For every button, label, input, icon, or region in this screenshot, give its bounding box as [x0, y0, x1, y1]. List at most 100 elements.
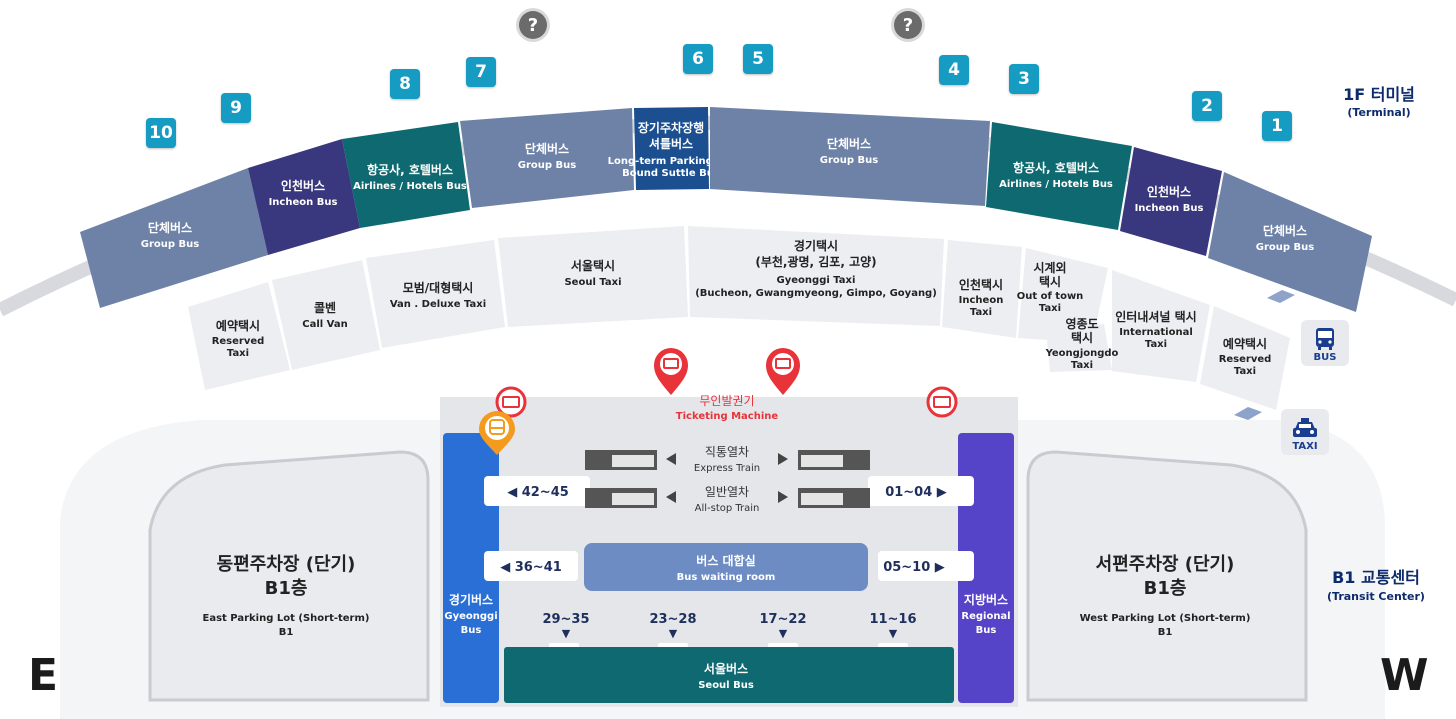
taxi-zone-callvan[interactable]	[272, 260, 380, 370]
east-parking-lot[interactable]: 동편주차장 (단기) B1층 East Parking Lot (Short-t…	[148, 450, 430, 702]
taxi-zone-reserved-right[interactable]	[1200, 306, 1290, 410]
gate-4-badge[interactable]: 4	[939, 55, 969, 85]
bus-stop-pin-icon[interactable]	[479, 411, 515, 455]
bus-zone-incheon-right[interactable]: 인천버스 Incheon Bus	[1120, 147, 1222, 256]
group-mid-right-en: Group Bus	[820, 155, 879, 166]
platform-29-35: 29~35	[542, 612, 589, 627]
incheon-left-ko: 인천버스	[281, 178, 325, 193]
reserved-left-ko: 예약택시	[216, 318, 260, 333]
bus-zone-airlines-left[interactable]: 항공사, 호텔버스 Airlines / Hotels Bus	[342, 122, 470, 228]
platform-05-10: 05~10 ▶	[883, 560, 945, 575]
platform-17-22: 17~22	[759, 612, 806, 627]
ticketing-ko: 무인발권기	[699, 394, 754, 408]
bus-zone-group-right[interactable]: 단체버스 Group Bus	[1208, 172, 1372, 312]
airlines-right-en: Airlines / Hotels Bus	[999, 179, 1113, 190]
ticket-machine-right-icon[interactable]	[926, 386, 958, 418]
east-parking-en1: East Parking Lot (Short-term)	[203, 613, 370, 624]
platform-01-04-pill[interactable]	[868, 476, 974, 506]
taxi-zone-reserved-left[interactable]	[188, 282, 290, 390]
bus-mode-button[interactable]: BUS	[1301, 320, 1349, 366]
express-train-ko: 직통열차	[705, 445, 749, 459]
group-right-ko: 단체버스	[1263, 223, 1307, 238]
taxi-zone-international[interactable]	[1112, 270, 1210, 382]
gate-6-badge[interactable]: 6	[683, 44, 713, 74]
regional-bus-en1: Regional	[961, 611, 1010, 622]
express-arrow-right-icon	[778, 453, 788, 465]
west-parking-lot[interactable]: 서편주차장 (단기) B1층 West Parking Lot (Short-t…	[1026, 450, 1308, 702]
ticketing-en: Ticketing Machine	[676, 411, 779, 422]
taxi-mode-label: TAXI	[1292, 441, 1318, 452]
taxi-zone-yeongjong[interactable]	[1046, 324, 1112, 372]
express-train-right-icon	[798, 450, 870, 470]
seoul-bus-en: Seoul Bus	[698, 680, 754, 691]
bus-zone-group-left[interactable]: 단체버스 Group Bus	[80, 168, 268, 308]
gate-10-badge[interactable]: 10	[146, 118, 176, 148]
taxi-zone-outoftown[interactable]	[1018, 248, 1108, 343]
east-parking-ko1: 동편주차장 (단기)	[217, 554, 356, 575]
incheon-taxi-en1: Incheon	[959, 295, 1004, 306]
platform-42-45-pill[interactable]	[484, 476, 590, 506]
taxi-direction-arrow-icon	[1234, 407, 1262, 420]
yeongjong-ko1: 영종도	[1065, 316, 1098, 331]
taxi-zone-deluxe[interactable]	[366, 240, 505, 348]
regional-bus-ko: 지방버스	[964, 592, 1008, 607]
platform-05-10-pill[interactable]	[878, 551, 974, 581]
longterm-ko2: 셔틀버스	[649, 136, 693, 151]
help-right-icon[interactable]: ?	[894, 11, 922, 39]
international-ko: 인터내셔널 택시	[1115, 309, 1196, 324]
ticket-pin-left-icon[interactable]	[654, 348, 688, 395]
west-parking-ko1: 서편주차장 (단기)	[1096, 554, 1235, 575]
outoftown-en2: Taxi	[1039, 303, 1061, 314]
platform-36-41-pill[interactable]	[484, 551, 578, 581]
bus-zone-group-mid-left[interactable]: 단체버스 Group Bus	[460, 108, 634, 208]
outoftown-ko1: 시계외	[1033, 260, 1066, 275]
gate-9-badge[interactable]: 9	[221, 93, 251, 123]
platform-36-41: ◀ 36~41	[500, 560, 562, 575]
gyeonggi-bus-en2: Bus	[461, 625, 482, 636]
allstop-train-left-icon	[585, 488, 657, 508]
gate-3-badge[interactable]: 3	[1009, 64, 1039, 94]
west-parking-en2: B1	[1158, 627, 1173, 638]
bus-zone-airlines-right[interactable]: 항공사, 호텔버스 Airlines / Hotels Bus	[986, 122, 1132, 230]
express-train-en: Express Train	[694, 463, 760, 474]
terminal-title-ko: 1F 터미널	[1343, 85, 1415, 104]
incheon-taxi-en2: Taxi	[970, 307, 992, 318]
yeongjong-ko2: 택시	[1071, 330, 1093, 345]
yeongjong-en2: Taxi	[1071, 360, 1093, 371]
incheon-right-ko: 인천버스	[1147, 184, 1191, 199]
group-left-ko: 단체버스	[148, 220, 192, 235]
bus-zone-group-mid-right[interactable]: 단체버스 Group Bus	[710, 107, 990, 206]
platform-42-45: ◀ 42~45	[507, 485, 569, 500]
seoul-bus-zone[interactable]: 서울버스 Seoul Bus	[504, 647, 954, 703]
ticket-pin-right-icon[interactable]	[766, 348, 800, 395]
taxi-zone-gyeonggi[interactable]	[688, 226, 944, 326]
yeongjong-en1: Yeongjongdo	[1045, 348, 1119, 359]
bus-waiting-room[interactable]: 버스 대합실 Bus waiting room	[584, 543, 868, 591]
bus-zone-incheon-left[interactable]: 인천버스 Incheon Bus	[248, 139, 360, 255]
seoul-bus-ko: 서울버스	[704, 661, 748, 676]
down-arrow-23-28-icon: ▼	[669, 627, 678, 640]
gate-8-badge[interactable]: 8	[390, 69, 420, 99]
east-parking-en2: B1	[279, 627, 294, 638]
taxi-zone-incheon[interactable]	[942, 240, 1022, 338]
terminal-title-en: (Terminal)	[1347, 106, 1410, 119]
bus-waiting-ko: 버스 대합실	[696, 553, 755, 568]
gate-2-badge[interactable]: 2	[1192, 91, 1222, 121]
callvan-ko: 콜벤	[314, 300, 336, 315]
airlines-left-ko: 항공사, 호텔버스	[367, 162, 453, 177]
gyeonggi-taxi-ko1: 경기택시	[794, 238, 838, 253]
gate-1-badge[interactable]: 1	[1262, 111, 1292, 141]
gate-7-badge[interactable]: 7	[466, 57, 496, 87]
reserved-left-en2: Taxi	[227, 348, 249, 359]
bus-waiting-en: Bus waiting room	[677, 572, 776, 583]
deluxe-en: Van . Deluxe Taxi	[390, 299, 486, 310]
group-left-en: Group Bus	[141, 239, 200, 250]
ticket-machine-left-icon[interactable]	[495, 386, 527, 418]
taxi-zone-seoul[interactable]	[498, 226, 688, 327]
gate-5-badge[interactable]: 5	[743, 44, 773, 74]
help-left-icon[interactable]: ?	[519, 11, 547, 39]
west-parking-en1: West Parking Lot (Short-term)	[1080, 613, 1251, 624]
taxi-mode-button[interactable]: TAXI	[1281, 409, 1329, 455]
bus-zone-longterm-shuttle[interactable]: 장기주차장행 셔틀버스 Long-term Parking Lot Bound …	[608, 107, 735, 190]
incheon-taxi-ko: 인천택시	[959, 277, 1003, 292]
